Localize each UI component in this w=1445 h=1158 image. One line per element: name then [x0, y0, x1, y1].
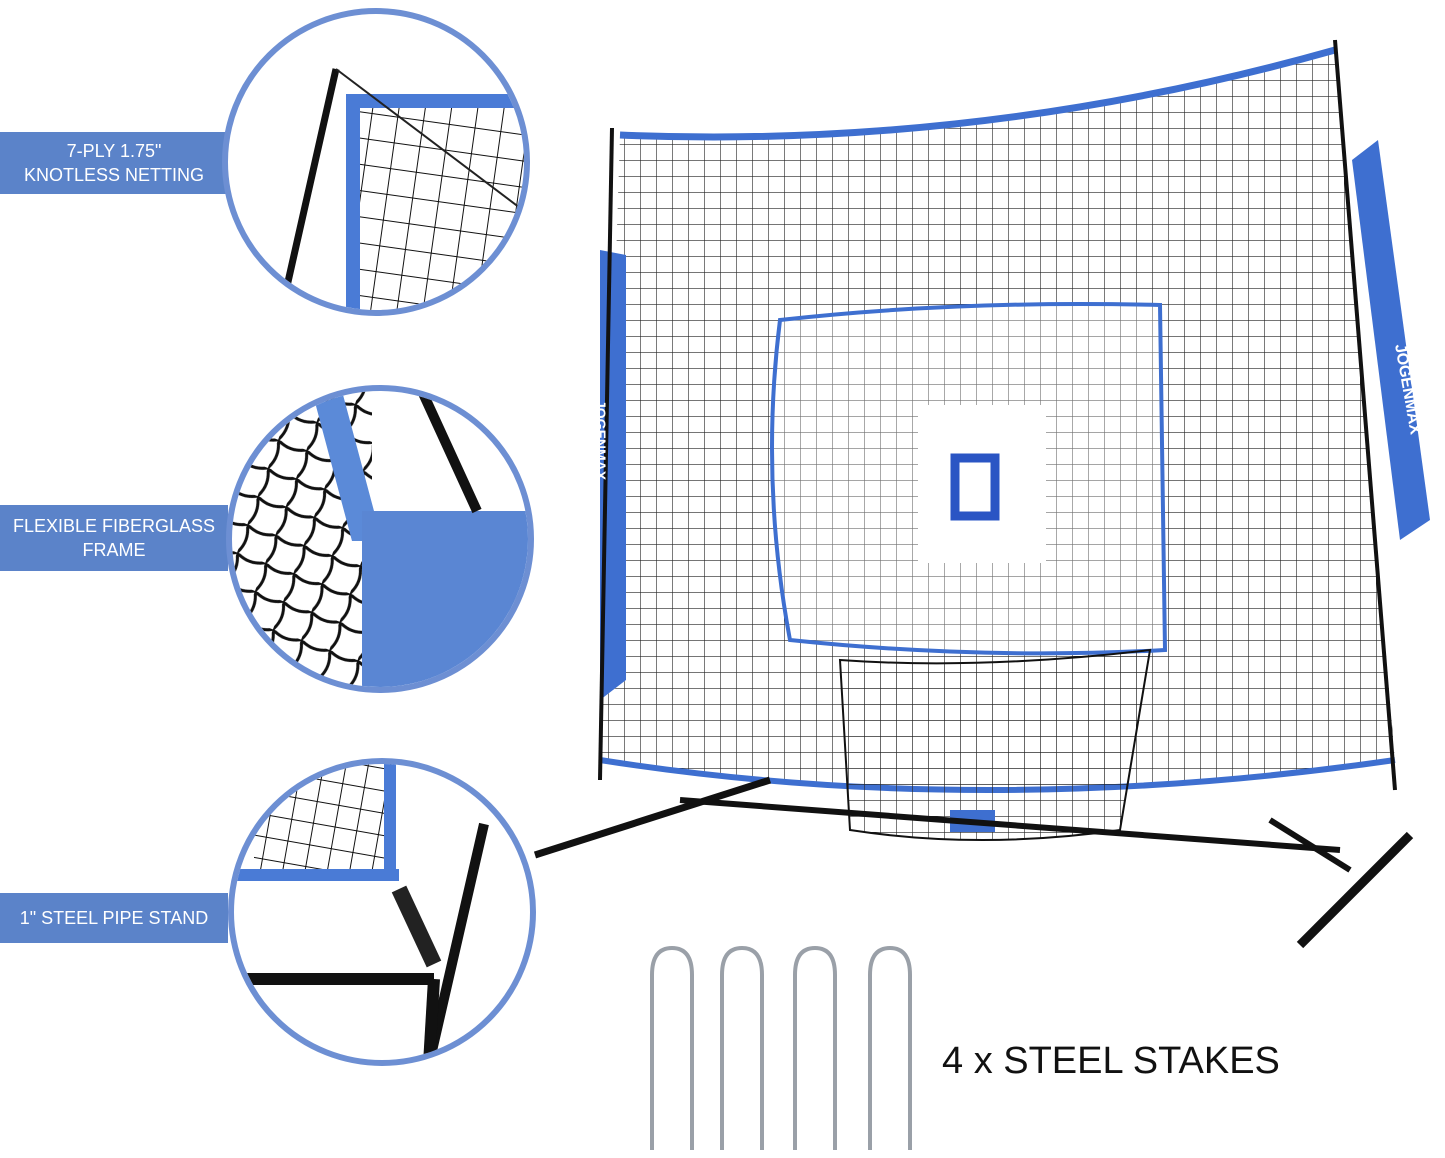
frame-detail-illustration: [232, 391, 528, 687]
steel-stakes-icon: [650, 945, 912, 1150]
feature-label-frame-line1: FLEXIBLE FIBERGLASS: [12, 516, 216, 536]
detail-circle-frame: [226, 385, 534, 693]
stakes-caption: 4 x STEEL STAKES: [942, 1040, 1280, 1082]
feature-label-frame-line2: FRAME: [82, 540, 146, 560]
feature-label-netting-line1: 7-PLY 1.75": [66, 141, 162, 161]
feature-label-stand-line1: 1" STEEL PIPE STAND: [19, 908, 209, 928]
feature-label-frame: FLEXIBLE FIBERGLASS FRAME: [0, 505, 228, 571]
feature-label-netting-line2: KNOTLESS NETTING: [23, 165, 205, 185]
stand-detail-illustration: [234, 764, 489, 1060]
feature-label-stand: 1" STEEL PIPE STAND: [0, 893, 228, 943]
detail-circle-stand: [228, 758, 536, 1066]
netting-detail-illustration: [279, 68, 524, 310]
detail-circle-netting: [222, 8, 530, 316]
brand-text-right: JOGENMAX: [1391, 343, 1424, 436]
feature-label-netting: 7-PLY 1.75" KNOTLESS NETTING: [0, 132, 228, 194]
brand-text-left: JOGENMAX: [593, 400, 609, 481]
